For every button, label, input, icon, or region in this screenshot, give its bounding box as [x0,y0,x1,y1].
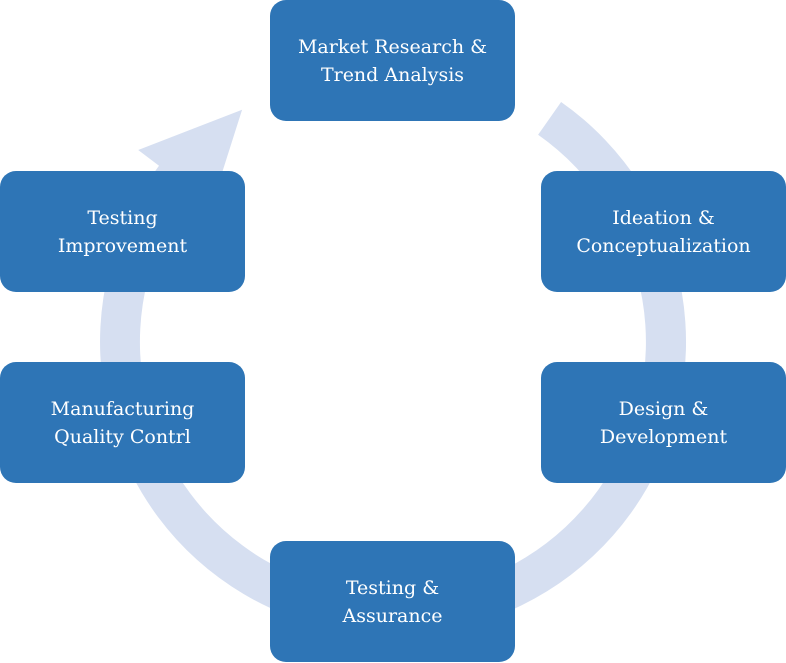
step-label-line2: Trend Analysis [320,63,465,86]
step-label-line1: Testing & [345,576,440,599]
step-label-line1: Design & [618,397,709,420]
step-testing-improvement: Testing Improvement [0,171,245,292]
step-label-line1: Testing [87,206,158,229]
step-market-research: Market Research & Trend Analysis [270,0,515,121]
step-label-line2: Conceptualization [576,234,751,257]
step-label-line1: Market Research & [297,35,488,58]
step-label-line2: Improvement [57,234,188,257]
step-label-line2: Assurance [342,604,443,627]
step-label-line1: Ideation & [612,206,715,229]
step-ideation: Ideation & Conceptualization [541,171,786,292]
circular-arrow-icon [100,102,687,635]
step-label-line2: Development [599,425,728,448]
step-design: Design & Development [541,362,786,483]
step-manufacturing: Manufacturing Quality Contrl [0,362,245,483]
step-label-line2: Quality Contrl [54,425,191,448]
step-testing-assurance: Testing & Assurance [270,541,515,662]
step-label-line1: Manufacturing [50,397,195,420]
